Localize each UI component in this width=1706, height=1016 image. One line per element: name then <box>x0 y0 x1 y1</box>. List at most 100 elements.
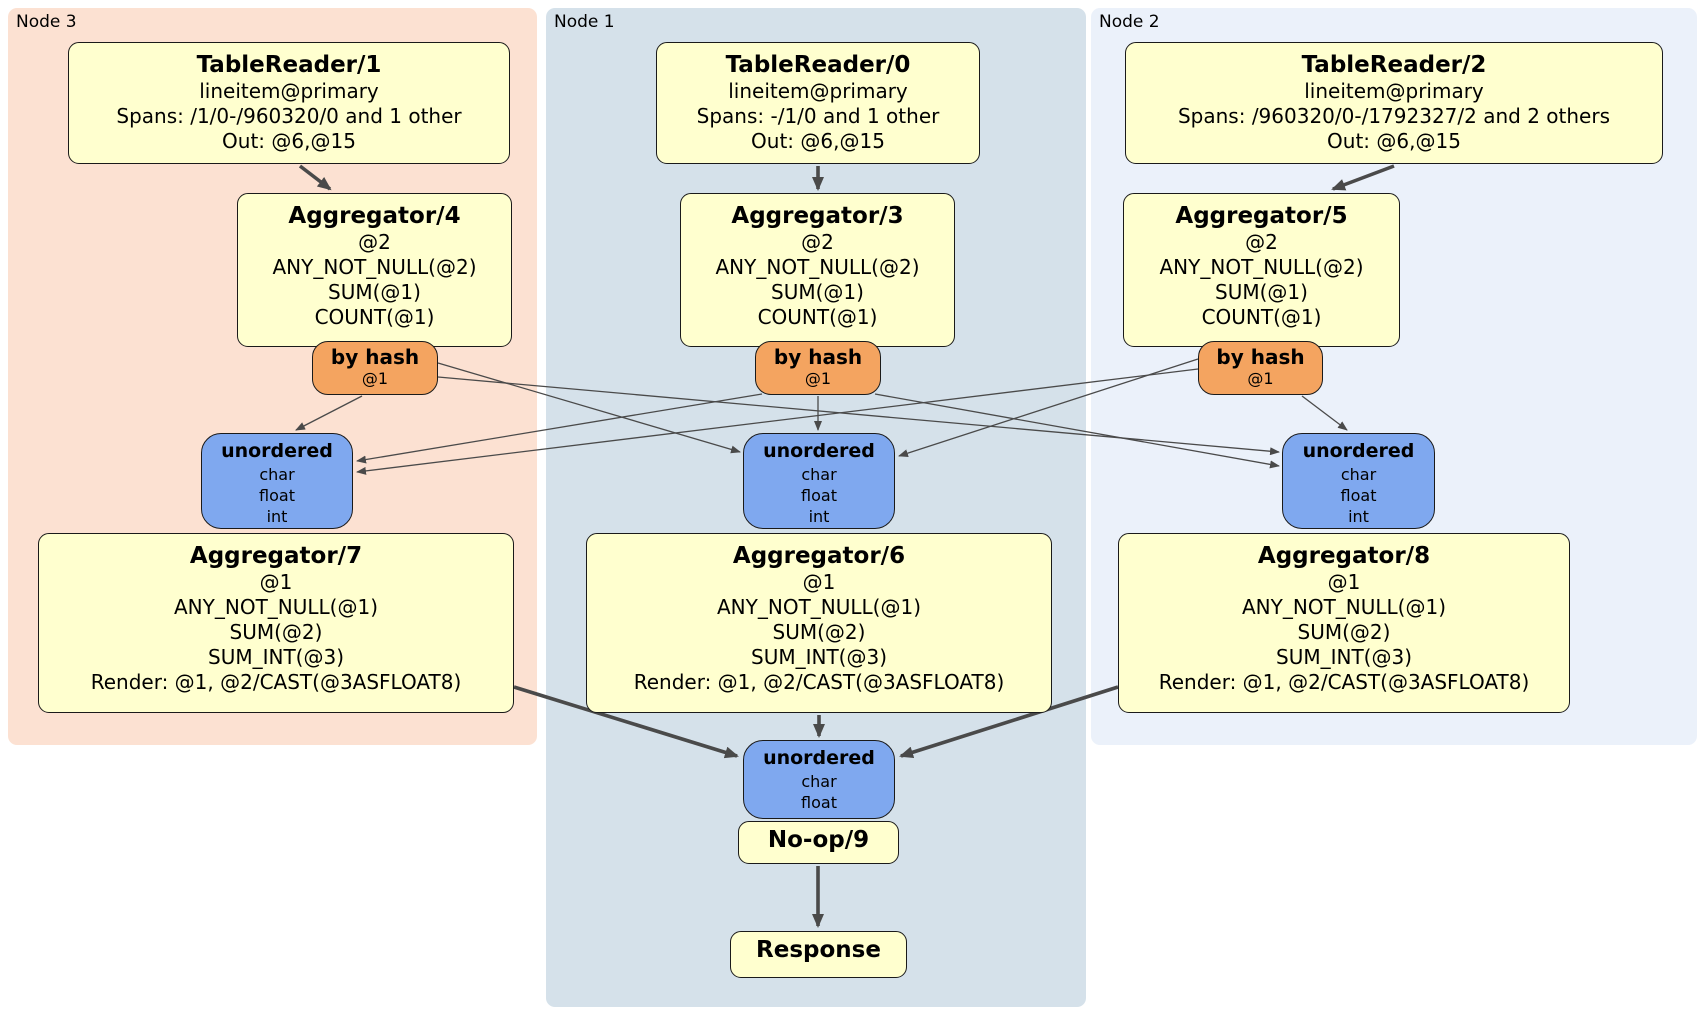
processor-title: Aggregator/8 <box>1257 543 1431 569</box>
processor-detail: @1 <box>259 570 293 594</box>
aggregator-5-box: Aggregator/5 @2 ANY_NOT_NULL(@2) SUM(@1)… <box>1123 193 1400 347</box>
arrow-agg8-final <box>899 685 1119 759</box>
processor-detail: Render: @1, @2/CAST(@3ASFLOAT8) <box>1158 670 1530 694</box>
sync-column: char <box>801 772 837 791</box>
processor-title: Aggregator/4 <box>288 203 461 229</box>
processor-detail: ANY_NOT_NULL(@2) <box>1159 255 1364 279</box>
sync-title: unordered <box>763 747 875 769</box>
sync-column: int <box>808 507 830 526</box>
processor-detail: ANY_NOT_NULL(@2) <box>272 255 477 279</box>
processor-detail: Render: @1, @2/CAST(@3ASFLOAT8) <box>633 670 1005 694</box>
processor-title: TableReader/0 <box>725 52 911 78</box>
arrow-agg7-final <box>513 685 739 759</box>
hash-router-right: by hash @1 <box>1198 341 1323 395</box>
processor-detail: lineitem@primary <box>1304 79 1484 103</box>
processor-title: Aggregator/7 <box>189 543 363 569</box>
processor-detail: ANY_NOT_NULL(@1) <box>174 595 378 619</box>
processor-detail: Spans: /1/0-/960320/0 and 1 other <box>116 104 462 128</box>
sync-column: int <box>1348 507 1369 526</box>
processor-detail: @1 <box>802 570 836 594</box>
processor-detail: Render: @1, @2/CAST(@3ASFLOAT8) <box>90 670 462 694</box>
hash-router-middle: by hash @1 <box>755 341 881 395</box>
processor-detail: ANY_NOT_NULL(@2) <box>715 255 920 279</box>
processor-detail: SUM(@1) <box>771 280 864 304</box>
processor-detail: Spans: /960320/0-/1792327/2 and 2 others <box>1177 104 1610 128</box>
processor-detail: lineitem@primary <box>199 79 379 103</box>
router-title: by hash <box>330 345 420 369</box>
processor-detail: SUM_INT(@3) <box>1276 645 1412 669</box>
arrow-tr1-agg4 <box>298 164 332 191</box>
stream-hashL-syncL <box>295 395 363 431</box>
sync-column: char <box>259 465 295 484</box>
arrow-tr2-agg5 <box>1331 164 1395 191</box>
sync-unordered-final: unordered char float <box>743 740 895 819</box>
processor-title: Aggregator/5 <box>1175 203 1348 229</box>
processor-title: Response <box>756 937 881 963</box>
processor-title: Aggregator/3 <box>731 203 904 229</box>
processor-detail: @2 <box>1245 230 1278 254</box>
table-reader-2-box: TableReader/2 lineitem@primary Spans: /9… <box>1125 42 1663 164</box>
router-title: by hash <box>773 345 863 369</box>
processor-detail: ANY_NOT_NULL(@1) <box>1242 595 1446 619</box>
sync-title: unordered <box>763 440 875 462</box>
node1-label: Node 1 <box>554 12 615 32</box>
node3-label: Node 3 <box>16 12 77 32</box>
processor-detail: SUM_INT(@3) <box>208 645 344 669</box>
processor-title: Aggregator/6 <box>732 543 906 569</box>
sync-column: float <box>801 486 837 505</box>
stream-hashL-syncR <box>437 376 1280 456</box>
router-key: @1 <box>361 369 389 388</box>
sync-column: int <box>266 507 288 526</box>
processor-detail: SUM(@2) <box>1297 620 1391 644</box>
node2-label: Node 2 <box>1099 12 1160 32</box>
processor-detail: COUNT(@1) <box>314 305 435 329</box>
stream-hashR-syncR <box>1301 395 1348 431</box>
aggregator-4-box: Aggregator/4 @2 ANY_NOT_NULL(@2) SUM(@1)… <box>237 193 512 347</box>
processor-detail: Out: @6,@15 <box>751 129 885 153</box>
hash-router-left: by hash @1 <box>312 341 438 395</box>
sync-title: unordered <box>1302 440 1415 462</box>
aggregator-8-box: Aggregator/8 @1 ANY_NOT_NULL(@1) SUM(@2)… <box>1118 533 1570 713</box>
stream-hashR-syncL <box>356 368 1199 475</box>
sync-column: char <box>1340 465 1377 484</box>
sync-column: float <box>1340 486 1377 505</box>
processor-detail: @2 <box>801 230 834 254</box>
processor-detail: SUM_INT(@3) <box>751 645 887 669</box>
router-key: @1 <box>1247 369 1274 388</box>
processor-title: TableReader/2 <box>1301 52 1487 78</box>
processor-detail: SUM(@1) <box>328 280 421 304</box>
processor-detail: SUM(@1) <box>1215 280 1308 304</box>
processor-detail: @1 <box>1327 570 1361 594</box>
router-title: by hash <box>1216 345 1305 369</box>
processor-title: No-op/9 <box>767 827 870 853</box>
response-box: Response <box>730 931 907 978</box>
processor-detail: SUM(@2) <box>772 620 866 644</box>
processor-title: TableReader/1 <box>196 52 382 78</box>
noop-9-box: No-op/9 <box>738 821 899 864</box>
sync-unordered-right: unordered char float int <box>1282 433 1435 529</box>
processor-detail: lineitem@primary <box>728 79 908 103</box>
sync-column: char <box>801 465 837 484</box>
stream-hashM-syncR <box>874 393 1280 469</box>
sync-unordered-left: unordered char float int <box>201 433 353 529</box>
sync-column: float <box>801 793 837 812</box>
processor-detail: Out: @6,@15 <box>222 129 356 153</box>
sync-column: float <box>259 486 295 505</box>
stream-hashM-syncL <box>356 393 763 464</box>
processor-detail: SUM(@2) <box>229 620 323 644</box>
table-reader-1-box: TableReader/1 lineitem@primary Spans: /1… <box>68 42 510 164</box>
aggregator-6-box: Aggregator/6 @1 ANY_NOT_NULL(@1) SUM(@2)… <box>586 533 1052 713</box>
router-key: @1 <box>804 369 832 388</box>
processor-detail: Spans: -/1/0 and 1 other <box>696 104 940 128</box>
aggregator-3-box: Aggregator/3 @2 ANY_NOT_NULL(@2) SUM(@1)… <box>680 193 955 347</box>
processor-detail: COUNT(@1) <box>1201 305 1322 329</box>
processor-detail: ANY_NOT_NULL(@1) <box>717 595 921 619</box>
sync-unordered-middle: unordered char float int <box>743 433 895 529</box>
processor-detail: @2 <box>358 230 391 254</box>
aggregator-7-box: Aggregator/7 @1 ANY_NOT_NULL(@1) SUM(@2)… <box>38 533 514 713</box>
sync-title: unordered <box>221 440 333 462</box>
stream-hashR-syncM <box>898 358 1199 458</box>
processor-detail: Out: @6,@15 <box>1327 129 1461 153</box>
